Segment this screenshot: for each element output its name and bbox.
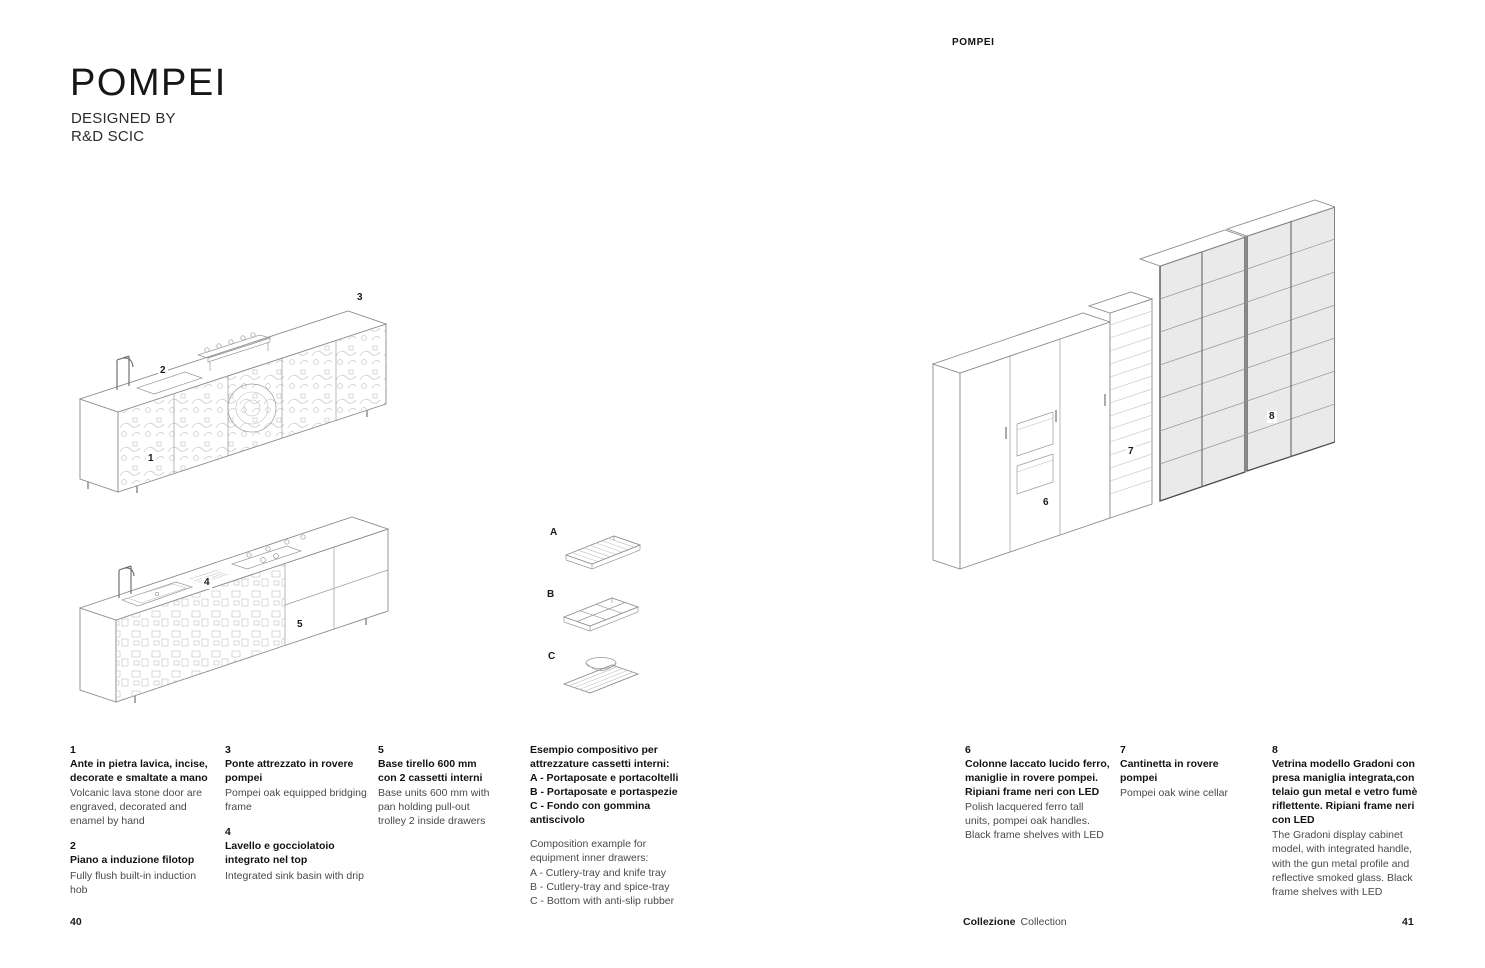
legend-item-body: Fully flush built-in induction hob — [70, 869, 197, 896]
tray-label-b: B — [545, 589, 557, 601]
legend-item-title: Vetrina modello Gradoni con presa manigl… — [1272, 758, 1418, 827]
legend-item-number: 1 — [70, 744, 76, 756]
legend-item-title: Piano a induzione filotop — [70, 854, 195, 867]
legend-column-1: 1 Ante in pietra lavica, incise, decorat… — [70, 743, 212, 908]
legend-item-4: 4 Lavello e gocciolatoio integrato nel t… — [225, 825, 370, 882]
page-number-left-value: 40 — [70, 916, 82, 928]
legend-item-title: Ante in pietra lavica, incise, decorate … — [70, 758, 208, 785]
right-page-header: POMPEI — [952, 37, 995, 48]
legend-item-body: Pompei oak equipped bridging frame — [225, 787, 367, 814]
legend-item-5: 5 Base tirello 600 mm con 2 cassetti int… — [378, 743, 498, 828]
island-drawing-2 — [70, 468, 400, 713]
legend-item-number: 2 — [70, 840, 76, 853]
legend-item-composition: Esempio compositivo per attrezzature cas… — [530, 743, 682, 908]
tile-decor — [116, 564, 285, 702]
legend-item-title: Ponte attrezzato in rovere pompei — [225, 758, 354, 785]
legend-item-number: 7 — [1120, 744, 1126, 756]
legend-item-number: 6 — [965, 744, 971, 756]
legend-item-body: Polish lacquered ferro tall units, pompe… — [965, 801, 1104, 842]
legend-column-7: 7 Cantinetta in rovere pompei Pompei oak… — [1120, 743, 1250, 811]
callout-5: 5 — [295, 619, 305, 631]
drawer-accessories-drawing — [540, 522, 670, 707]
legend-item-number: 5 — [378, 744, 384, 756]
callout-1: 1 — [146, 453, 156, 465]
footer-label-italian: Collezione — [963, 916, 1016, 928]
tray-label-a: A — [548, 527, 560, 539]
footer-label-english: Collection — [1020, 916, 1067, 928]
legend-item-8: 8 Vetrina modello Gradoni con presa mani… — [1272, 743, 1420, 899]
tray-label-c: C — [546, 651, 558, 663]
legend-item-3: 3 Ponte attrezzato in rovere pompei Pomp… — [225, 743, 370, 814]
legend-item-title: Lavello e gocciolatoio integrato nel top — [225, 840, 335, 867]
island-drawing-1 — [70, 272, 400, 507]
callout-6: 6 — [1041, 497, 1051, 509]
legend-column-3: 5 Base tirello 600 mm con 2 cassetti int… — [378, 743, 498, 839]
callout-7: 7 — [1126, 446, 1136, 458]
legend-item-6: 6 Colonne laccato lucido ferro, maniglie… — [965, 743, 1110, 842]
footer-collection-label: Collezione Collection — [963, 916, 1067, 928]
page-number-left: 40 — [70, 916, 82, 928]
legend-item-title: Base tirello 600 mm con 2 cassetti inter… — [378, 758, 483, 785]
legend-item-number: 8 — [1272, 744, 1278, 756]
legend-item-title: Cantinetta in rovere pompei — [1120, 758, 1219, 785]
legend-column-2: 3 Ponte attrezzato in rovere pompei Pomp… — [225, 743, 370, 894]
page-number-right-value: 41 — [1402, 916, 1414, 928]
legend-item-2: 2 Piano a induzione filotop Fully flush … — [70, 839, 212, 896]
legend-item-body: The Gradoni display cabinet model, with … — [1272, 829, 1413, 898]
legend-item-title: Esempio compositivo per attrezzature cas… — [530, 744, 679, 827]
legend-item-number: 3 — [225, 744, 231, 756]
legend-item-body: Base units 600 mm with pan holding pull-… — [378, 787, 490, 828]
legend-item-number: 4 — [225, 826, 231, 839]
legend-item-body: Pompei oak wine cellar — [1120, 787, 1228, 800]
designed-by: DESIGNED BY R&D SCIC — [71, 110, 176, 145]
legend-item-body: Integrated sink basin with drip — [225, 869, 364, 882]
page-title: POMPEI — [70, 62, 227, 104]
legend-item-7: 7 Cantinetta in rovere pompei Pompei oak… — [1120, 743, 1250, 800]
callout-4: 4 — [202, 577, 212, 589]
legend-item-title: Colonne laccato lucido ferro, maniglie i… — [965, 758, 1110, 799]
legend-column-8: 8 Vetrina modello Gradoni con presa mani… — [1272, 743, 1420, 910]
legend-column-4: Esempio compositivo per attrezzature cas… — [530, 743, 682, 919]
legend-item-body: Volcanic lava stone door are engraved, d… — [70, 787, 202, 828]
callout-3: 3 — [355, 292, 365, 304]
legend-column-6: 6 Colonne laccato lucido ferro, maniglie… — [965, 743, 1110, 853]
callout-2: 2 — [158, 365, 168, 377]
callout-8: 8 — [1267, 411, 1277, 423]
legend-item-body: Composition example for equipment inner … — [530, 838, 675, 907]
page-number-right: 41 — [1402, 916, 1414, 928]
tall-units-drawing — [915, 197, 1335, 597]
legend-item-1: 1 Ante in pietra lavica, incise, decorat… — [70, 743, 212, 828]
